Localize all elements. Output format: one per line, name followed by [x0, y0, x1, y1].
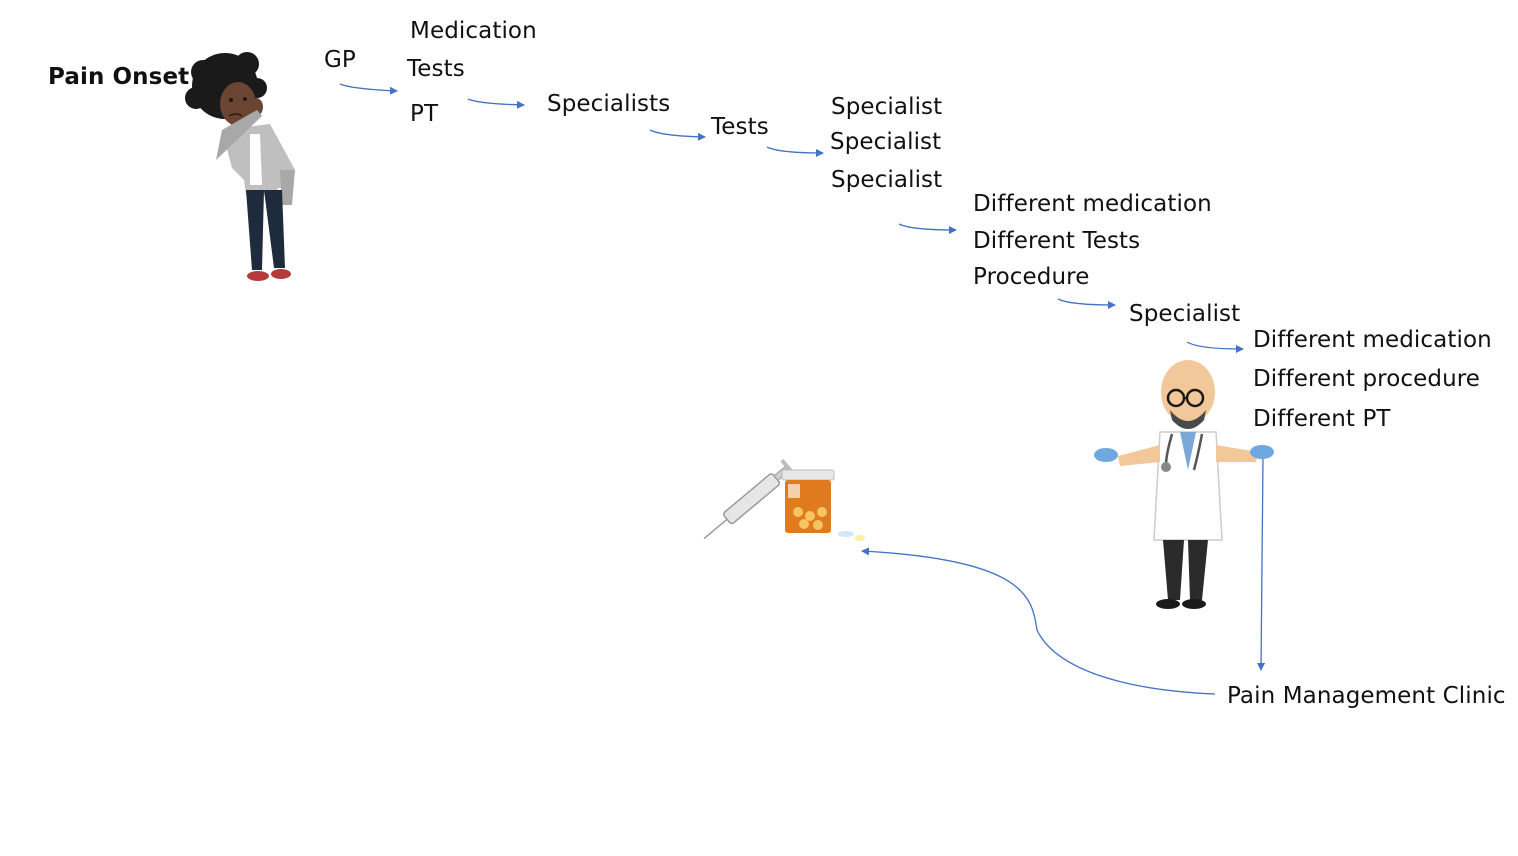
arrow-step3-to-specialist [1057, 298, 1116, 309]
arrow-clinic-to-medication [861, 547, 1216, 695]
pain-management-clinic-label: Pain Management Clinic [1227, 683, 1506, 709]
specialists-label: Specialists [547, 91, 671, 117]
procedure-label: Procedure [973, 264, 1090, 290]
pain-onset-label: Pain Onset [48, 64, 190, 90]
pt-label: PT [410, 101, 439, 127]
tests-2-label: Tests [711, 114, 769, 140]
tests-label: Tests [407, 56, 465, 82]
specialist-label-4: Specialist [1129, 301, 1241, 327]
different-tests-label: Different Tests [973, 228, 1141, 254]
specialist-label-3: Specialist [831, 167, 943, 193]
different-pt-label: Different PT [1253, 406, 1391, 432]
different-medication-label: Different medication [973, 191, 1212, 217]
arrow-specialist-to-step3 [898, 223, 957, 234]
arrow-specialists-to-tests [649, 129, 706, 141]
arrow-step4-to-clinic [1257, 457, 1266, 671]
arrow-tests-to-specialist [766, 146, 824, 157]
arrow-gp-to-step1 [339, 83, 398, 95]
specialist-label-2: Specialist [830, 129, 942, 155]
medication-label: Medication [410, 18, 537, 44]
different-procedure-label: Different procedure [1253, 366, 1481, 392]
gp-label: GP [324, 47, 356, 73]
arrow-step1-to-specialists [467, 98, 525, 109]
arrow-specialist-to-step4 [1186, 341, 1244, 353]
specialist-label-1: Specialist [831, 94, 943, 120]
different-medication-label-2: Different medication [1253, 327, 1492, 353]
